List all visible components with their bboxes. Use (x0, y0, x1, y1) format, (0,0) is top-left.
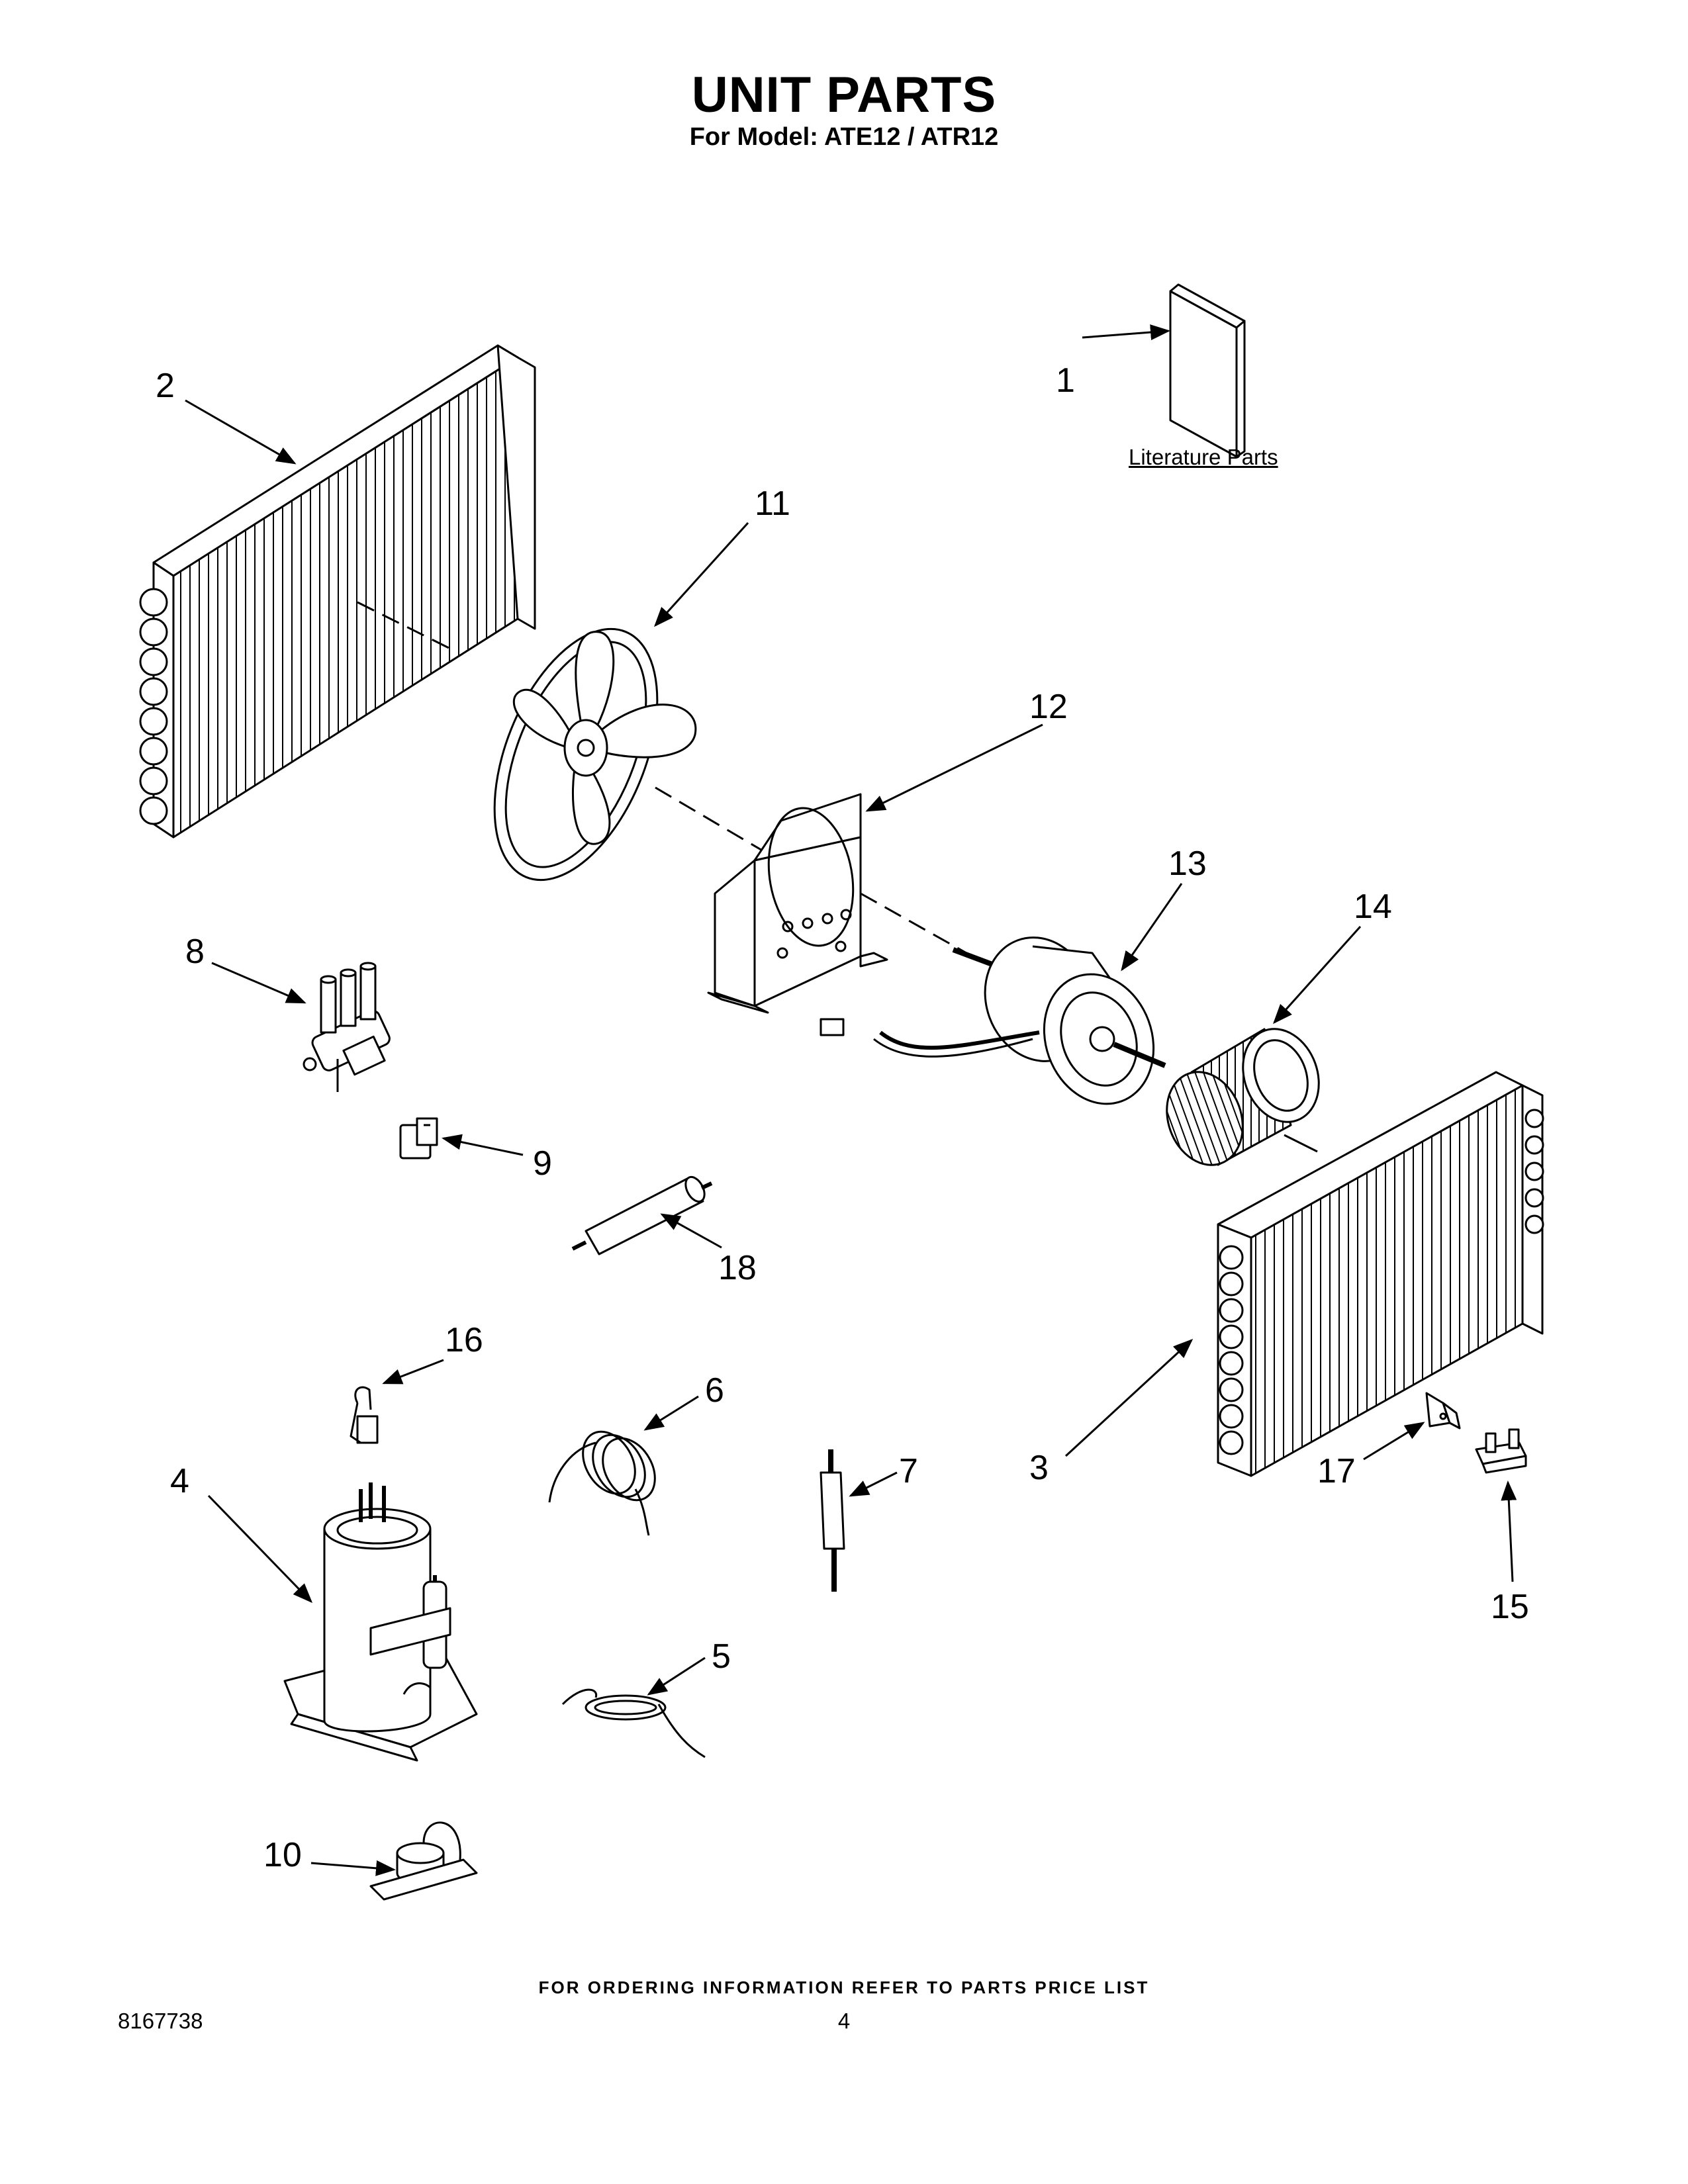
leader-8 (211, 962, 306, 1004)
blower-wheel-icon (1166, 1028, 1320, 1166)
leader-5 (647, 1657, 706, 1696)
callout-3: 3 (1029, 1449, 1049, 1487)
callout-9: 9 (533, 1144, 552, 1183)
callout-15: 15 (1491, 1588, 1529, 1626)
leader-11 (653, 522, 749, 627)
leader-7 (849, 1471, 898, 1497)
leader-10 (310, 1860, 396, 1876)
leader-3 (1064, 1338, 1194, 1457)
callout-17: 17 (1317, 1452, 1356, 1490)
overload-protector-icon (369, 1821, 478, 1901)
capillary-coil-icon (548, 1430, 656, 1536)
leader-18 (660, 1213, 722, 1249)
callout-1: 1 (1056, 361, 1075, 400)
literature-booklet-icon (1169, 283, 1246, 458)
callout-11: 11 (755, 484, 790, 523)
leader-12 (865, 723, 1043, 812)
callout-16: 16 (445, 1321, 483, 1359)
literature-parts-label: Literature Parts (1129, 445, 1278, 469)
leader-13 (1121, 883, 1183, 972)
leader-9 (442, 1134, 524, 1156)
compressor-icon (283, 1482, 478, 1762)
terminal-clip-icon (350, 1386, 379, 1444)
heater-coil-icon (561, 1688, 706, 1758)
callout-12: 12 (1029, 688, 1068, 726)
page-title: UNIT PARTS (691, 67, 997, 123)
document-number: 8167738 (118, 2009, 203, 2033)
reversing-valve-icon (303, 962, 391, 1092)
leader-15 (1501, 1480, 1517, 1582)
callout-18: 18 (718, 1249, 757, 1287)
callout-14: 14 (1354, 887, 1392, 926)
callout-6: 6 (705, 1371, 724, 1410)
leader-17 (1363, 1422, 1425, 1461)
clip-15-icon (1475, 1428, 1527, 1474)
model-subtitle: For Model: ATE12 / ATR12 (689, 123, 999, 151)
drier-tube-icon (571, 1175, 713, 1255)
page-number: 4 (837, 2009, 851, 2033)
leader-1 (1082, 324, 1170, 341)
leader-4 (207, 1494, 313, 1604)
callout-5: 5 (712, 1637, 731, 1676)
solenoid-coil-icon (399, 1117, 438, 1160)
condenser-fan-icon (493, 627, 769, 882)
condenser-coil-icon (139, 344, 536, 839)
callout-8: 8 (185, 933, 205, 971)
leader-14 (1272, 925, 1362, 1024)
callout-4: 4 (170, 1462, 189, 1500)
leader-6 (643, 1395, 699, 1431)
filter-drier-icon (820, 1449, 845, 1592)
ordering-info-footer: FOR ORDERING INFORMATION REFER TO PARTS … (538, 1978, 1150, 1997)
fan-shroud-bracket-icon (707, 793, 967, 1014)
evaporator-coil-icon (1217, 1071, 1544, 1477)
leader-2 (185, 399, 297, 465)
fan-motor-icon (820, 936, 1166, 1105)
callout-10: 10 (263, 1836, 302, 1874)
bracket-17-icon (1425, 1392, 1461, 1430)
callout-13: 13 (1168, 844, 1207, 883)
leader-16 (382, 1359, 444, 1385)
callout-2: 2 (156, 367, 175, 405)
callout-7: 7 (899, 1452, 918, 1490)
